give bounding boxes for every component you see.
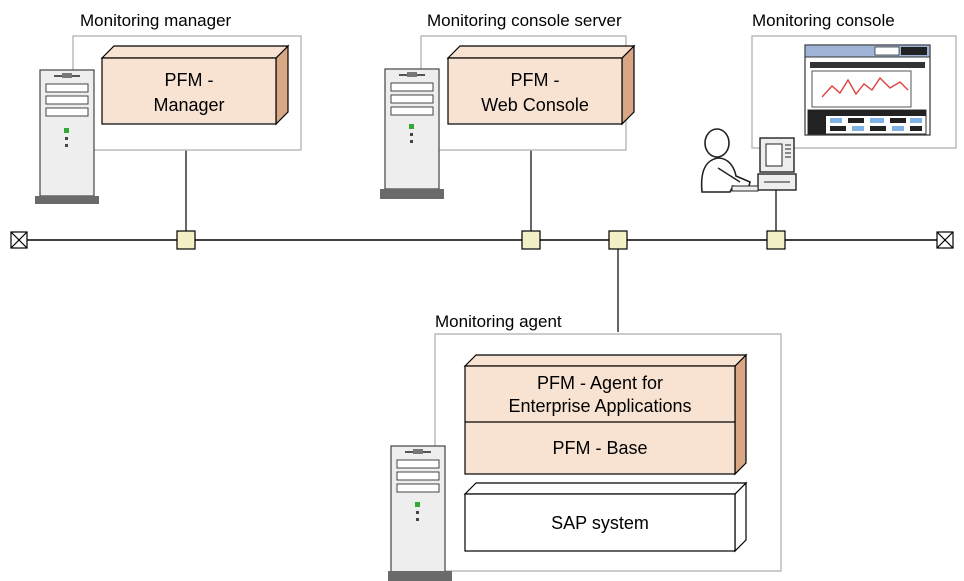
network-bus — [20, 150, 944, 332]
monitoring-console-server-group: Monitoring console server PFM - Web Cons… — [380, 11, 636, 199]
pfm-base-label: PFM - Base — [552, 438, 647, 458]
computer-icon — [731, 137, 797, 192]
pfm-agent-label-line1: PFM - Agent for — [537, 373, 663, 393]
pfm-web-console-label-line2: Web Console — [481, 95, 589, 115]
bus-terminator-right — [936, 231, 954, 249]
monitoring-console-server-title: Monitoring console server — [427, 11, 622, 30]
network-node-manager — [176, 230, 196, 250]
pfm-manager-label-line2: Manager — [153, 95, 224, 115]
monitoring-manager-group: Monitoring manager PFM - Manager — [35, 11, 302, 204]
server-icon — [35, 69, 99, 204]
pfm-web-console-label-line1: PFM - — [511, 70, 560, 90]
bus-terminator-left — [10, 231, 28, 249]
pfm-web-console-box: PFM - Web Console — [446, 44, 636, 126]
monitoring-agent-group: Monitoring agent PFM - Agent for Enterpr… — [388, 312, 782, 581]
web-console-window-icon — [804, 44, 931, 136]
server-icon — [388, 445, 452, 581]
monitoring-console-group: Monitoring console — [700, 11, 957, 193]
monitoring-console-frame — [751, 35, 957, 149]
pfm-agent-stack: PFM - Agent for Enterprise Applications … — [463, 353, 748, 476]
pfm-agent-label-line2: Enterprise Applications — [508, 396, 691, 416]
monitoring-agent-title: Monitoring agent — [435, 312, 562, 331]
pfm-manager-label-line1: PFM - — [165, 70, 214, 90]
sap-system-label: SAP system — [551, 513, 649, 533]
console-table-icon — [807, 109, 927, 135]
monitoring-console-title: Monitoring console — [752, 11, 895, 30]
network-node-console-server — [521, 230, 541, 250]
user-icon — [700, 128, 751, 193]
pfm-manager-box: PFM - Manager — [100, 44, 290, 126]
monitoring-manager-title: Monitoring manager — [80, 11, 232, 30]
network-node-agent — [608, 230, 628, 250]
server-icon — [380, 68, 444, 199]
sap-system-box: SAP system — [463, 481, 748, 553]
network-node-console — [766, 230, 786, 250]
